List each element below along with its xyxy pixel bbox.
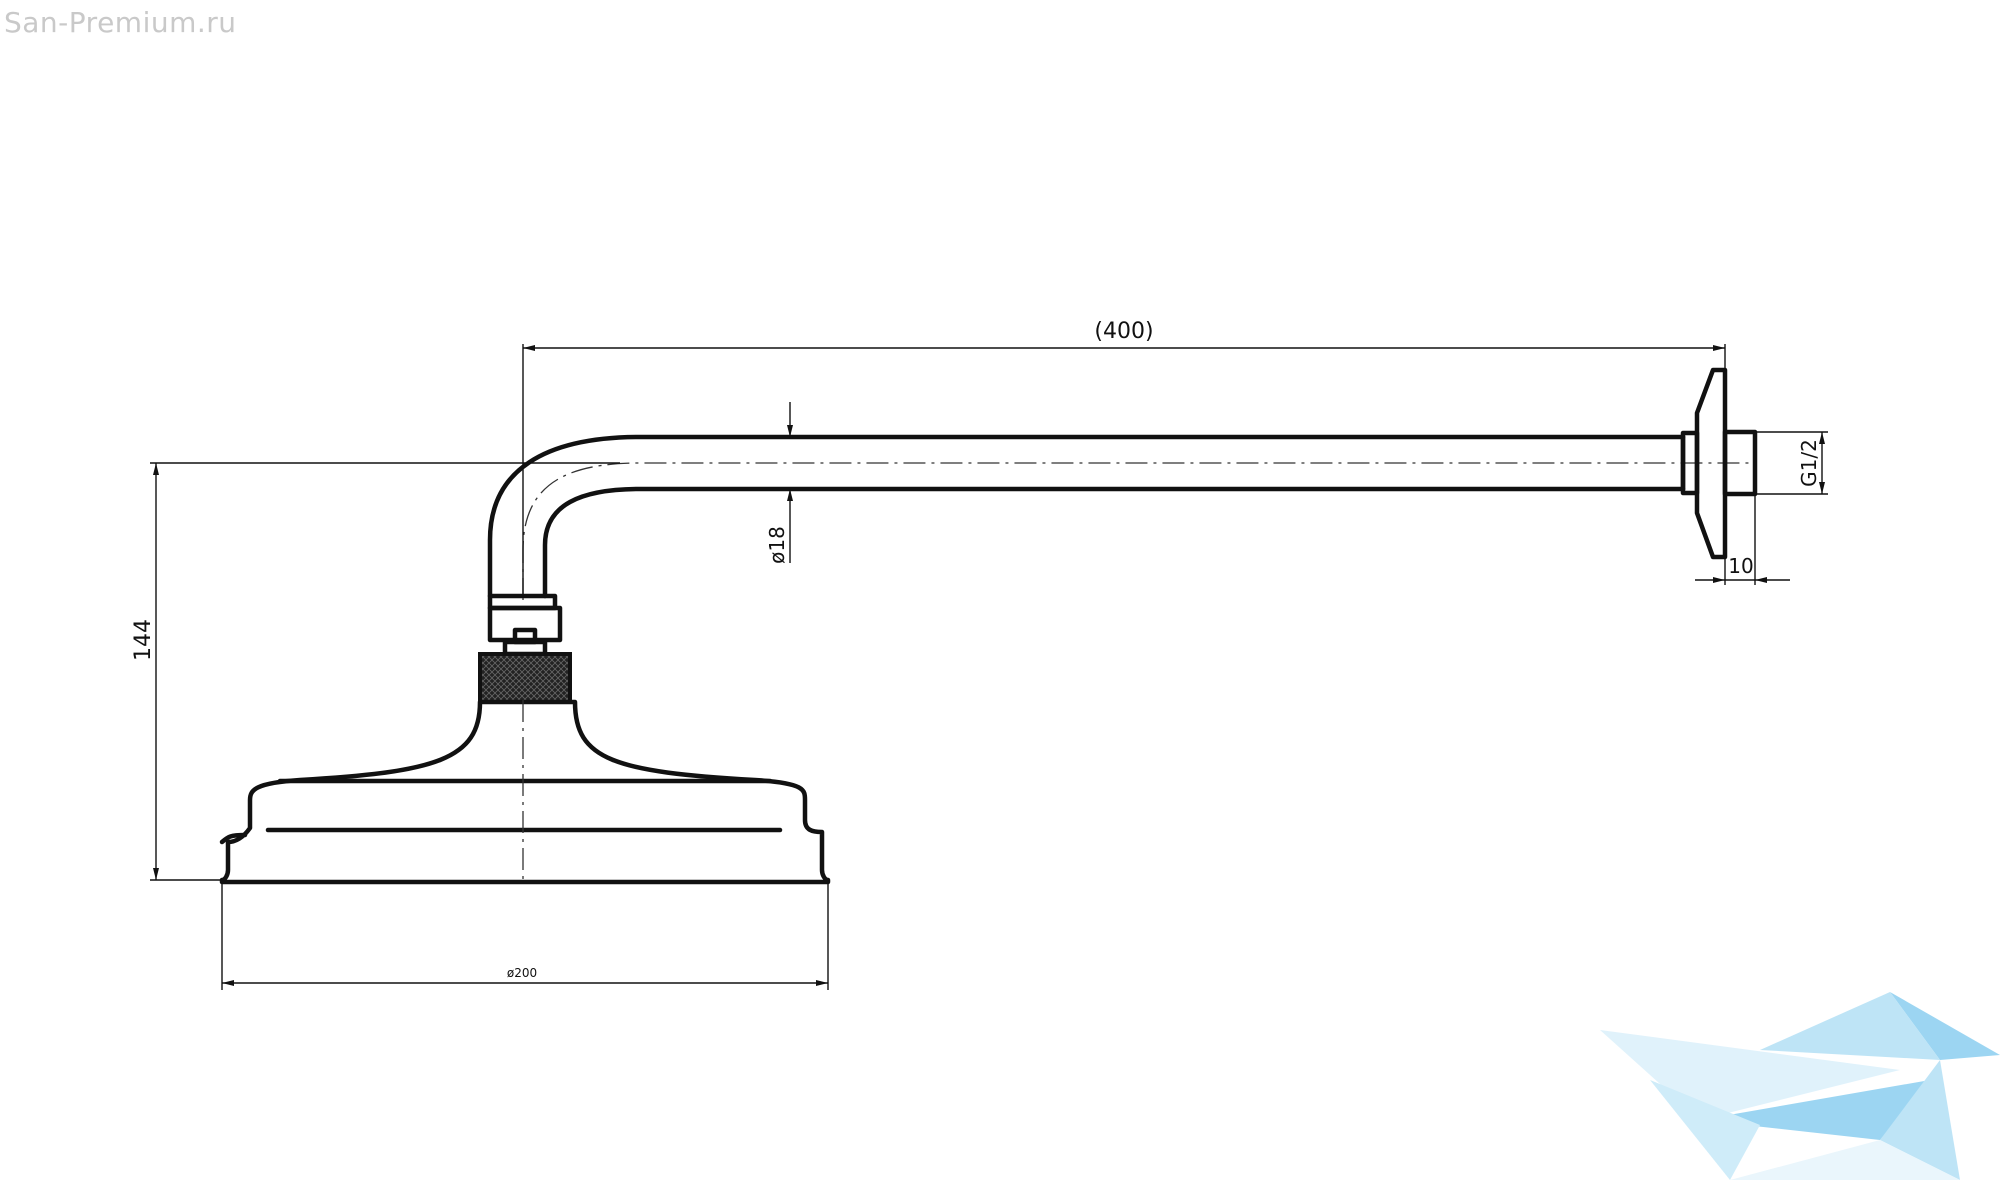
shower-head <box>219 699 831 885</box>
dimension-height: 144 <box>131 462 620 881</box>
watermark-site-name: San-Premium.ru <box>4 6 237 39</box>
dimension-label-thread-length: 10 <box>1728 554 1753 578</box>
dimension-label-head-diameter: ø200 <box>507 966 537 980</box>
ball-joint <box>478 593 572 704</box>
dimension-pipe-diameter: ø18 <box>765 402 793 564</box>
dimension-thread-length: 10 <box>1695 494 1790 585</box>
dimension-label-thread: G1/2 <box>1797 439 1821 487</box>
dimension-label-arm-length: (400) <box>1094 319 1153 344</box>
shower-arm <box>487 434 1755 600</box>
dimension-thread: G1/2 <box>1755 431 1828 495</box>
dimension-head-diameter: ø200 <box>221 882 829 990</box>
san-premium-logo <box>1600 992 2000 1180</box>
dimension-label-height: 144 <box>131 619 156 661</box>
dimension-arm-length: (400) <box>522 319 1726 598</box>
dimension-label-pipe-diameter: ø18 <box>765 526 789 564</box>
